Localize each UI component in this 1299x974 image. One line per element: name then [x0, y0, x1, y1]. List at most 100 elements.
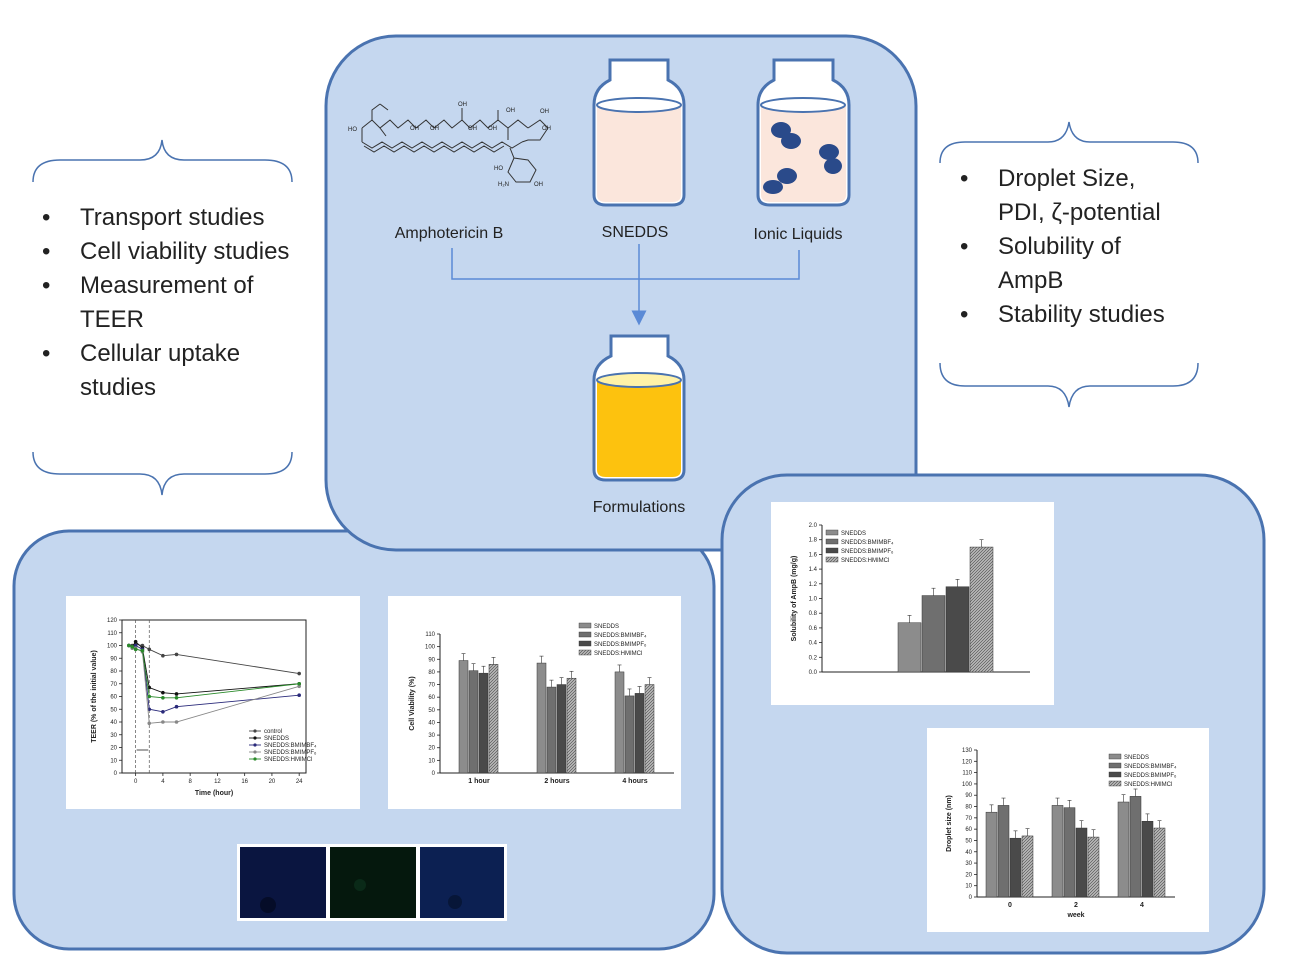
- y-tick-label: 110: [107, 631, 117, 637]
- molecule-label: OH: [458, 102, 467, 108]
- data-point: [174, 692, 179, 696]
- bar: [644, 684, 655, 774]
- y-tick-label: 50: [965, 838, 972, 844]
- list-item: Solubility of AmpB: [952, 230, 1166, 298]
- data-point: [174, 704, 179, 709]
- list-item: Cellular uptake studies: [34, 337, 294, 405]
- left-studies-list: Transport studies Cell viability studies…: [34, 201, 294, 405]
- y-tick-label: 100: [425, 645, 436, 651]
- bar: [985, 811, 998, 898]
- legend-label: SNEDDS:BMIMBF₄: [841, 540, 894, 546]
- data-point: [297, 671, 301, 676]
- bar: [969, 546, 994, 673]
- legend-label: SNEDDS:HMIMCl: [841, 558, 889, 564]
- y-tick-label: 0: [114, 771, 118, 777]
- legend-swatch: [825, 538, 839, 545]
- y-tick-label: 120: [962, 759, 973, 765]
- data-point: [161, 690, 165, 695]
- bar: [546, 686, 557, 774]
- legend-label: SNEDDS:BMIMBF₄: [264, 743, 317, 749]
- bar: [1141, 820, 1154, 898]
- legend-label: SNEDDS:HMIMCl: [1124, 782, 1172, 788]
- x-tick-label: 20: [269, 779, 276, 785]
- legend-swatch: [578, 631, 592, 638]
- legend: controlSNEDDSSNEDDS:BMIMBF₄SNEDDS:BMIMPF…: [249, 729, 317, 763]
- legend: SNEDDSSNEDDS:BMIMBF₄SNEDDS:BMIMPF₆SNEDDS…: [578, 622, 647, 657]
- bar: [1117, 801, 1130, 898]
- legend-marker: [253, 729, 257, 733]
- y-tick-label: 1.8: [809, 538, 818, 544]
- droplet-icon: [763, 180, 783, 194]
- molecule-label: OH: [540, 109, 549, 115]
- y-tick-label: 30: [428, 733, 435, 739]
- microscopy-image-merged: [420, 847, 504, 918]
- bar: [468, 670, 479, 774]
- data-point: [133, 647, 138, 652]
- y-tick-label: 1.0: [809, 597, 818, 603]
- y-tick-label: 80: [965, 805, 972, 811]
- merge-connector: [451, 244, 800, 326]
- y-tick-label: 50: [428, 708, 435, 714]
- legend-label: SNEDDS:HMIMCl: [264, 757, 312, 763]
- bar: [556, 684, 567, 774]
- x-tick-label: 2: [1074, 902, 1078, 909]
- list-item: Droplet Size, PDI, ζ-potential: [952, 162, 1166, 230]
- data-point: [127, 643, 131, 648]
- data-point: [147, 721, 152, 726]
- legend: SNEDDS SNEDDS:BMIMBF₄ SNEDDS:BMIMPF₆ SNEDDS…: [825, 529, 894, 564]
- y-tick-label: 20: [965, 872, 972, 878]
- ionic-liquids-jar-icon: [756, 58, 851, 207]
- y-tick-label: 1.4: [809, 567, 818, 573]
- legend-label: SNEDDS:BMIMPF₆: [1124, 773, 1177, 779]
- bar: [1075, 827, 1088, 898]
- bar: [536, 662, 547, 774]
- molecule-atom-labels: HO OH OH OH OH OH OH OH OH H₂N HO OH: [348, 102, 551, 188]
- molecule-label: H₂N: [498, 182, 509, 188]
- y-tick-label: 10: [110, 758, 117, 764]
- legend-label: SNEDDS: [841, 531, 866, 537]
- legend-swatch: [825, 547, 839, 554]
- data-point: [133, 643, 138, 648]
- legend-marker: [253, 743, 257, 747]
- y-tick-label: 90: [965, 793, 972, 799]
- left-bottom-brace: [32, 451, 293, 496]
- teer-chart-panel: [66, 596, 360, 809]
- list-item: Stability studies: [952, 298, 1166, 332]
- legend-label: SNEDDS:BMIMPF₆: [841, 549, 894, 555]
- data-point: [161, 720, 165, 724]
- y-tick-label: 0.4: [809, 641, 818, 647]
- y-tick-label: 130: [962, 748, 973, 754]
- list-item: Transport studies: [34, 201, 294, 235]
- legend-swatch: [825, 529, 839, 536]
- bar: [478, 672, 489, 774]
- legend-label: SNEDDS:HMIMCl: [594, 651, 642, 657]
- legend-swatch: [1108, 780, 1122, 787]
- x-tick-label: 2 hours: [544, 778, 569, 785]
- y-tick-label: 0.2: [809, 655, 818, 661]
- right-bottom-brace: [939, 362, 1199, 408]
- list-item: Cell viability studies: [34, 235, 294, 269]
- bar: [624, 695, 635, 774]
- legend-swatch: [1108, 771, 1122, 778]
- droplet-icon: [781, 133, 801, 149]
- x-tick-label: 16: [241, 779, 248, 785]
- right-top-brace: [939, 121, 1199, 164]
- bar: [921, 595, 946, 673]
- y-tick-label: 110: [425, 632, 435, 638]
- molecule-label: OH: [430, 126, 439, 132]
- formulations-label: Formulations: [593, 499, 685, 516]
- data-point: [147, 647, 152, 652]
- bar: [566, 677, 577, 774]
- y-tick-label: 40: [110, 720, 117, 726]
- y-tick-label: 90: [428, 657, 435, 663]
- molecule-label: HO: [494, 166, 503, 172]
- microscopy-image-blue: [240, 847, 326, 918]
- x-tick-label: 0: [134, 779, 138, 785]
- x-tick-label: 1 hour: [468, 778, 490, 785]
- y-tick-label: 30: [110, 733, 117, 739]
- snedds-label: SNEDDS: [602, 224, 669, 241]
- droplet-icon: [777, 168, 797, 184]
- legend-marker: [253, 736, 257, 740]
